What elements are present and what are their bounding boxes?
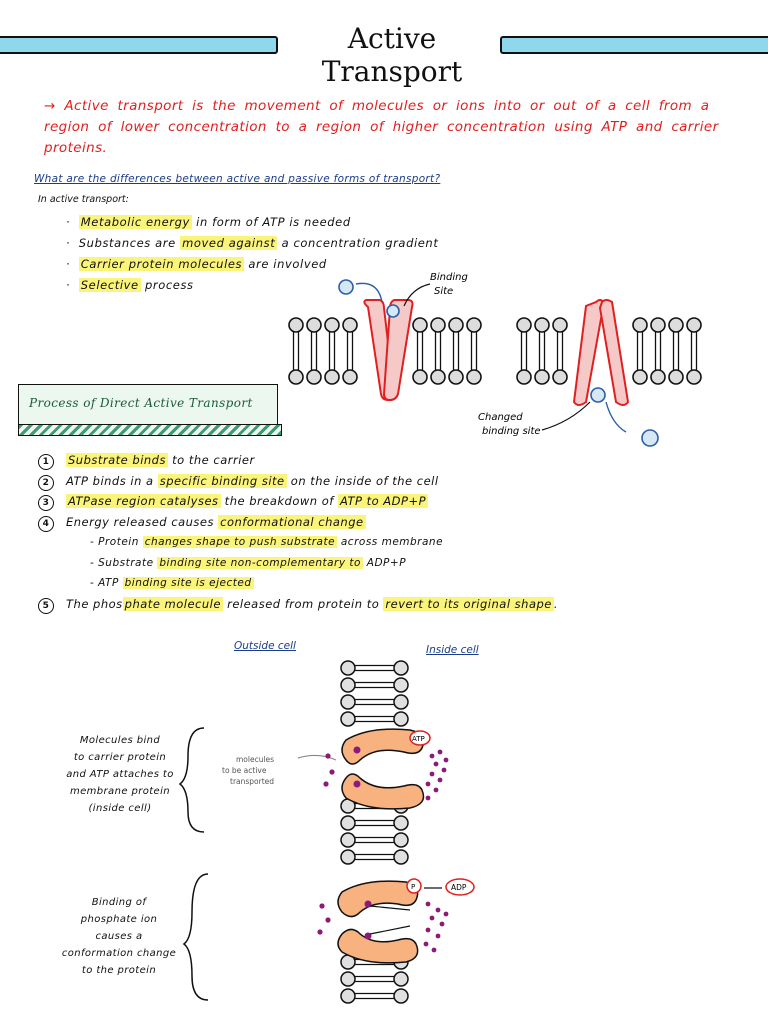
push-arrow-icon-2: [369, 925, 411, 935]
molecules-label-3: transported: [230, 777, 274, 786]
substep-row: - ATP binding site is ejected: [90, 577, 254, 589]
inside-cell-label: Inside cell: [426, 644, 479, 656]
molecule-dots-inside-1: [425, 749, 449, 801]
push-arrow-icon: [369, 905, 411, 911]
feature-item: · Carrier protein molecules are involved: [66, 257, 327, 271]
released-molecule-icon: [590, 387, 606, 403]
carrier-protein-figure: Binding Site Changed binding site: [288, 272, 702, 447]
arrow-icon: [355, 282, 383, 303]
substep-row: - Protein changes shape to push substrat…: [90, 536, 444, 548]
carrier-protein-open-in: [572, 299, 630, 406]
outside-cell-label: Outside cell: [234, 640, 296, 652]
process-heading-box: Process of Direct Active Transport: [18, 384, 278, 426]
title-bar-right: [500, 36, 768, 54]
feature-list: · Metabolic energy in form of ATP is nee…: [66, 212, 438, 296]
changed-site-label-1: Changed: [478, 412, 523, 423]
atp-label: ATP: [412, 735, 425, 743]
substep-row: - Substrate binding site non-complementa…: [90, 556, 407, 569]
page-title: Active Transport: [321, 22, 463, 88]
question-heading: What are the differences between active …: [34, 173, 441, 185]
pointer-arrow-icon-3: [297, 754, 337, 761]
feature-item: · Selective process: [66, 278, 194, 292]
adp-badge: [445, 878, 475, 896]
brace-icon-2: [182, 873, 209, 1001]
binding-site-label-1: Binding: [430, 272, 468, 283]
feature-item: · Substances are moved against a concent…: [66, 236, 439, 250]
molecule-icon: [338, 279, 354, 295]
title-bar-left: [0, 36, 278, 54]
molecules-label-1: molecules: [236, 755, 274, 764]
phosphate-badge: [406, 878, 422, 894]
process-heading-stripe: [18, 424, 282, 436]
molecule-dots-outside-2: [317, 903, 331, 935]
feature-item: · Metabolic energy in form of ATP is nee…: [66, 215, 351, 229]
definition-text: → Active transport is the movement of mo…: [44, 98, 719, 156]
pointer-arrow-icon: [403, 283, 431, 307]
direct-active-transport-figure: ATP molecules to be active transported P…: [178, 660, 475, 1004]
carrier-protein-1: [341, 728, 425, 810]
title-banner: Active Transport: [0, 22, 768, 88]
carrier-protein-open-out: [363, 299, 414, 402]
brace-icon: [178, 727, 205, 833]
molecules-label-2: to be active: [222, 766, 267, 775]
pointer-arrow-icon-2: [541, 401, 591, 431]
carrier-protein-2: [337, 880, 419, 964]
molecule-dots-inside-2: [423, 901, 449, 953]
release-arrow-icon: [605, 401, 627, 433]
in-active-label: In active transport:: [38, 194, 129, 205]
atp-badge: [409, 730, 431, 746]
changed-site-label-2: binding site: [482, 426, 541, 437]
adp-label: ADP: [451, 883, 467, 892]
process-heading: Process of Direct Active Transport: [29, 396, 253, 410]
phosphate-label: P: [411, 883, 415, 891]
binding-site-label-2: Site: [434, 286, 453, 297]
molecule-dots-outside-1: [323, 753, 335, 787]
molecule-out-icon: [641, 429, 659, 447]
bound-molecule-icon: [386, 304, 400, 318]
